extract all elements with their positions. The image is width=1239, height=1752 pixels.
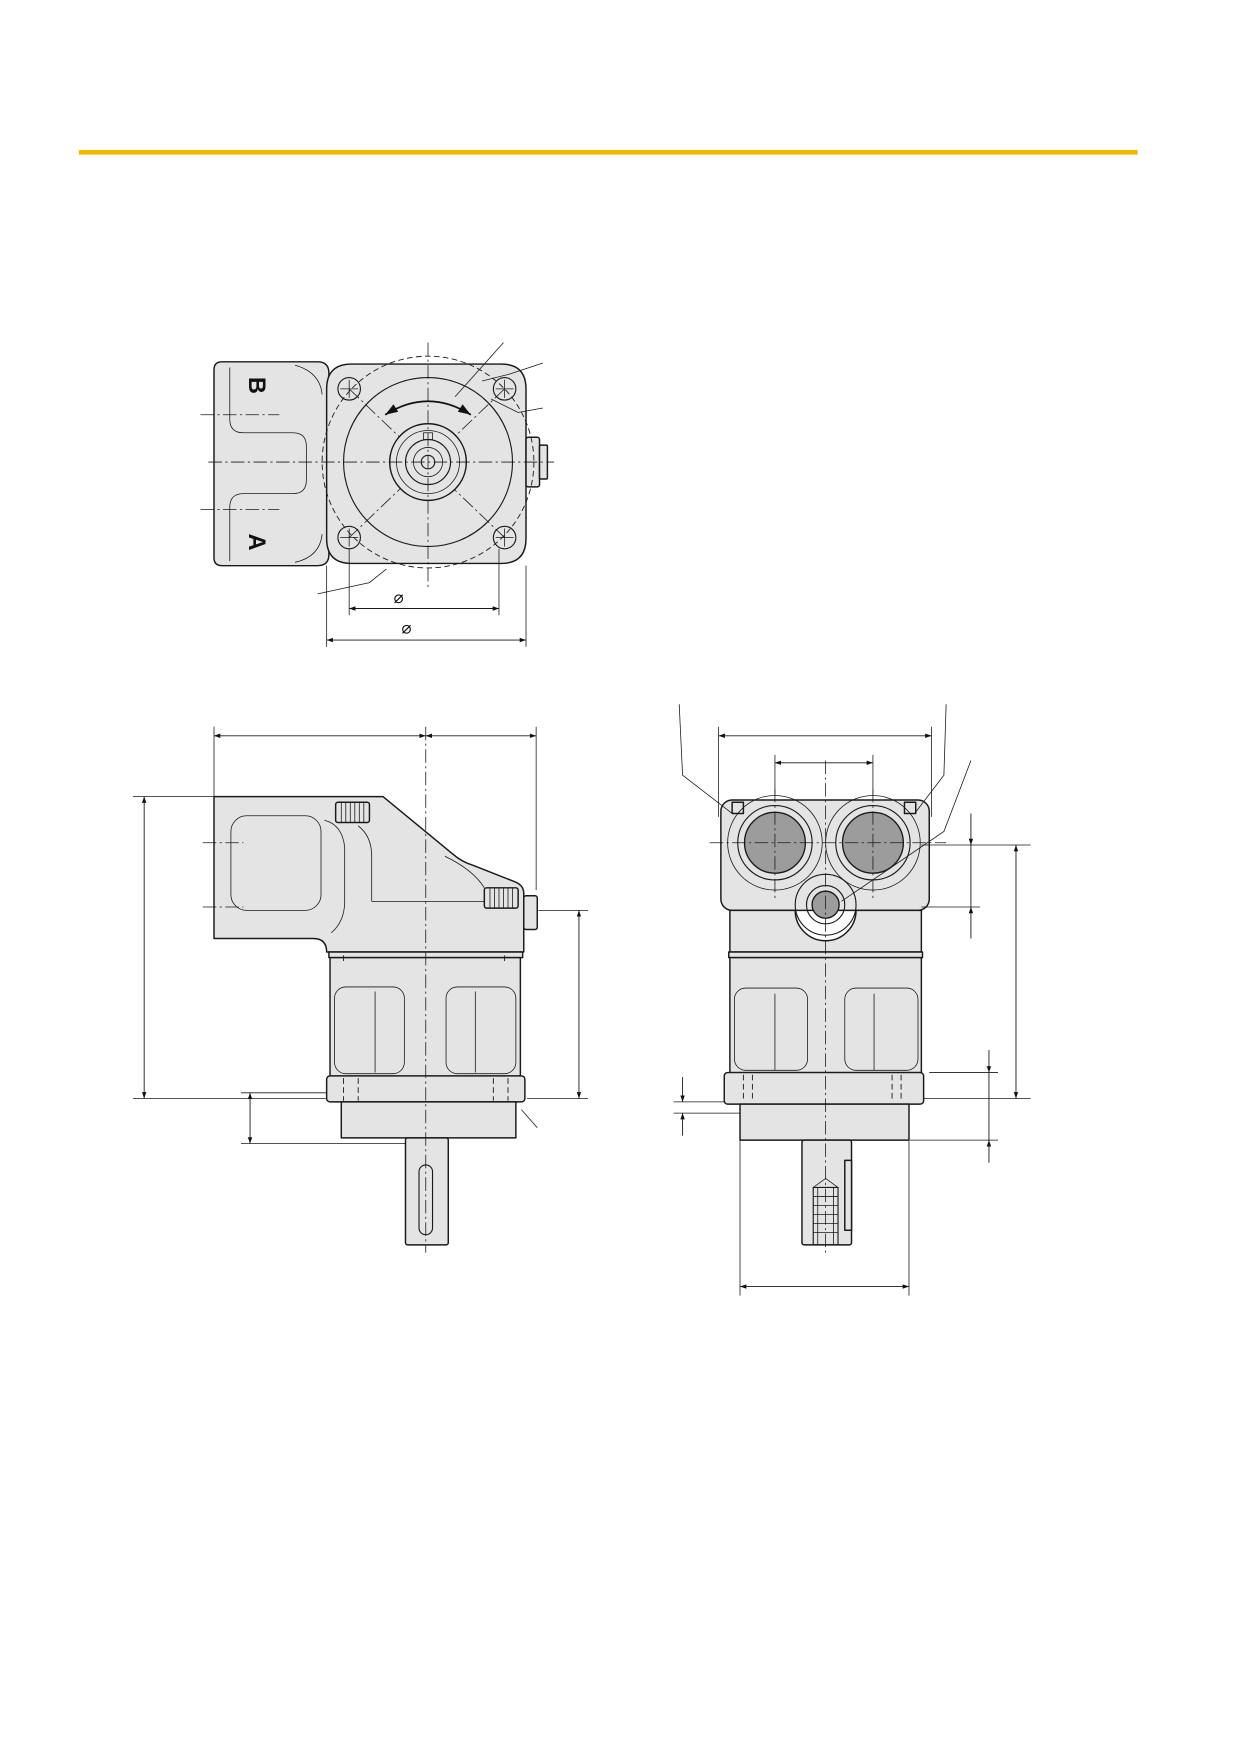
side-view bbox=[132, 726, 588, 1253]
leader-line bbox=[317, 568, 387, 595]
body-contour bbox=[374, 991, 476, 1073]
port-recess bbox=[230, 815, 322, 911]
leader-line bbox=[454, 342, 504, 397]
mounting-flange bbox=[723, 1071, 925, 1105]
pilot-diameter-symbol: ⌀ bbox=[393, 587, 403, 607]
output-shaft bbox=[801, 1139, 853, 1246]
bolt-hole bbox=[337, 525, 361, 550]
port-a-label: A bbox=[243, 533, 269, 550]
port-block-neck bbox=[729, 909, 923, 953]
body-recess bbox=[733, 987, 808, 1071]
port-b-label: B bbox=[243, 377, 269, 394]
port-block-contour bbox=[295, 364, 323, 395]
leader-line bbox=[521, 1109, 538, 1129]
pilot bbox=[739, 1103, 910, 1141]
output-shaft bbox=[404, 1137, 450, 1246]
body-recess bbox=[844, 987, 919, 1071]
hidden-line bbox=[343, 1078, 509, 1101]
leader-line bbox=[481, 362, 544, 382]
leader-line bbox=[841, 760, 972, 902]
leader-line bbox=[490, 398, 543, 413]
motor-body bbox=[329, 956, 522, 1077]
front-view bbox=[673, 704, 1031, 1296]
port-block-lug bbox=[731, 801, 745, 815]
plug-knurled bbox=[334, 801, 371, 824]
port-block bbox=[213, 361, 330, 567]
body-recess bbox=[445, 986, 517, 1075]
leader-line bbox=[678, 704, 733, 814]
leader-line bbox=[914, 704, 947, 814]
body-contour bbox=[774, 993, 875, 1071]
top-view: ⌀ ⌀ B A bbox=[200, 342, 555, 647]
port-block-lug bbox=[903, 801, 917, 815]
hidden-line bbox=[742, 1074, 902, 1102]
body-recess bbox=[334, 986, 405, 1075]
port-housing bbox=[213, 795, 525, 953]
bolt-hole bbox=[492, 377, 517, 401]
housing-contour bbox=[444, 855, 485, 889]
plug-knurled bbox=[483, 887, 519, 909]
flange-diameter-symbol: ⌀ bbox=[401, 617, 411, 637]
port-block-contour bbox=[295, 534, 323, 563]
drain-port-boss bbox=[523, 894, 539, 931]
bolt-hole bbox=[337, 377, 361, 401]
housing-contour bbox=[357, 825, 373, 902]
port-block-contour bbox=[229, 367, 307, 562]
bolt-hole bbox=[492, 525, 517, 550]
pilot bbox=[340, 1101, 517, 1139]
housing-contour bbox=[324, 819, 346, 934]
